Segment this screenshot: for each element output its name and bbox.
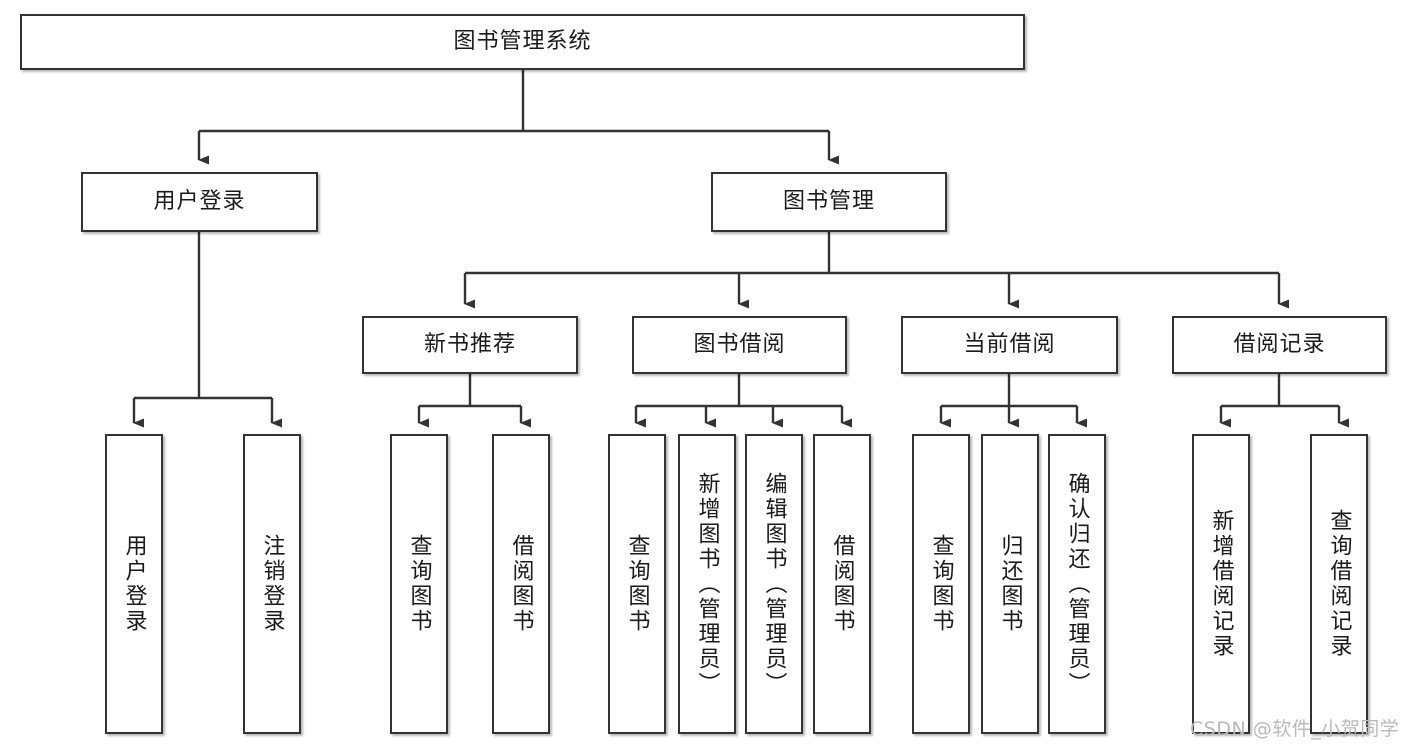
leaf-return-book-label: 归还图书 bbox=[997, 534, 1023, 634]
node-root-label: 图书管理系统 bbox=[453, 28, 592, 54]
leaf-query-book-recommend[interactable]: 查询图书 bbox=[390, 434, 448, 734]
node-new-book-recommend-label: 新书推荐 bbox=[423, 331, 516, 357]
leaf-query-borrow-record-label: 查询借阅记录 bbox=[1326, 509, 1352, 659]
node-user-login[interactable]: 用户登录 bbox=[81, 172, 318, 232]
leaf-logout-label: 注销登录 bbox=[259, 534, 285, 634]
node-book-management-label: 图书管理 bbox=[782, 188, 875, 214]
leaf-add-borrow-record-label: 新增借阅记录 bbox=[1208, 509, 1234, 659]
node-book-management[interactable]: 图书管理 bbox=[711, 172, 947, 232]
leaf-confirm-return-admin-label: 确认归还（管理员） bbox=[1064, 471, 1090, 697]
leaf-query-book-recommend-label: 查询图书 bbox=[406, 534, 432, 634]
csdn-watermark: CSDN @软件_小贺同学 bbox=[1190, 718, 1400, 740]
node-borrow-records[interactable]: 借阅记录 bbox=[1172, 316, 1387, 374]
leaf-query-book-borrow[interactable]: 查询图书 bbox=[608, 434, 666, 734]
leaf-query-borrow-record[interactable]: 查询借阅记录 bbox=[1310, 434, 1368, 734]
leaf-borrow-book[interactable]: 借阅图书 bbox=[813, 434, 871, 734]
node-book-borrow[interactable]: 图书借阅 bbox=[632, 316, 847, 374]
leaf-add-borrow-record[interactable]: 新增借阅记录 bbox=[1192, 434, 1250, 734]
node-borrow-records-label: 借阅记录 bbox=[1233, 331, 1326, 357]
leaf-user-login[interactable]: 用户登录 bbox=[105, 434, 163, 734]
leaf-return-book[interactable]: 归还图书 bbox=[981, 434, 1039, 734]
leaf-logout[interactable]: 注销登录 bbox=[243, 434, 301, 734]
node-root[interactable]: 图书管理系统 bbox=[20, 14, 1025, 70]
leaf-borrow-book-recommend[interactable]: 借阅图书 bbox=[492, 434, 550, 734]
node-new-book-recommend[interactable]: 新书推荐 bbox=[362, 316, 578, 374]
node-current-borrow[interactable]: 当前借阅 bbox=[901, 316, 1118, 374]
leaf-borrow-book-recommend-label: 借阅图书 bbox=[508, 534, 534, 634]
leaf-edit-book-admin-label: 编辑图书（管理员） bbox=[761, 471, 787, 697]
leaf-add-book-admin[interactable]: 新增图书（管理员） bbox=[678, 434, 736, 734]
leaf-add-book-admin-label: 新增图书（管理员） bbox=[694, 471, 720, 697]
leaf-query-book-borrow-label: 查询图书 bbox=[624, 534, 650, 634]
leaf-borrow-book-label: 借阅图书 bbox=[829, 534, 855, 634]
node-current-borrow-label: 当前借阅 bbox=[963, 331, 1056, 357]
leaf-user-login-label: 用户登录 bbox=[121, 534, 147, 634]
leaf-edit-book-admin[interactable]: 编辑图书（管理员） bbox=[745, 434, 803, 734]
node-user-login-label: 用户登录 bbox=[153, 188, 246, 214]
leaf-query-book-current-label: 查询图书 bbox=[928, 534, 954, 634]
leaf-confirm-return-admin[interactable]: 确认归还（管理员） bbox=[1048, 434, 1106, 734]
node-book-borrow-label: 图书借阅 bbox=[693, 331, 786, 357]
leaf-query-book-current[interactable]: 查询图书 bbox=[912, 434, 970, 734]
